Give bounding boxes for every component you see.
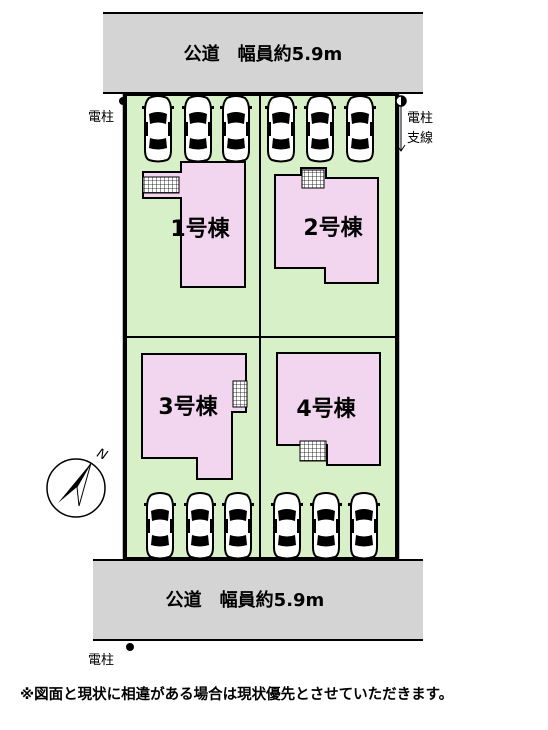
house-2 bbox=[274, 167, 379, 284]
house-3 bbox=[141, 353, 247, 480]
pole-bottom-icon bbox=[126, 643, 134, 651]
pole-top-left-icon bbox=[119, 97, 127, 105]
road-bottom bbox=[93, 560, 423, 640]
car-lot1-3 bbox=[219, 95, 253, 163]
car-lot4-2 bbox=[309, 492, 343, 560]
car-lot1-2 bbox=[181, 95, 215, 163]
house-4 bbox=[276, 352, 381, 466]
road-top-label: 公道 幅員約5.9m bbox=[184, 43, 343, 65]
pole-top-right-label: 電柱 bbox=[407, 111, 433, 126]
pole-bottom-label: 電柱 bbox=[88, 653, 114, 668]
car-lot3-2 bbox=[183, 492, 217, 560]
car-lot3-3 bbox=[221, 492, 255, 560]
footnote: ※図面と現状に相違がある場合は現状優先とさせていただきます。 bbox=[20, 685, 453, 703]
car-lot3-1 bbox=[143, 492, 177, 560]
road-top bbox=[103, 13, 423, 93]
pole-top-left-label: 電柱 bbox=[88, 110, 114, 125]
house-1-label: 1号棟 bbox=[170, 216, 230, 242]
car-lot4-1 bbox=[270, 492, 304, 560]
pole-top-right-sub-label: 支線 bbox=[407, 130, 433, 146]
car-lot2-2 bbox=[303, 95, 337, 163]
north-arrow-icon: N bbox=[46, 446, 110, 518]
compass-north-label: N bbox=[94, 446, 109, 464]
porch-1 bbox=[142, 176, 180, 194]
car-lot2-3 bbox=[343, 95, 377, 163]
car-lot2-1 bbox=[264, 95, 298, 163]
house-3-label: 3号棟 bbox=[158, 394, 218, 420]
car-lot4-3 bbox=[347, 492, 381, 560]
house-2-label: 2号棟 bbox=[303, 215, 363, 241]
porch-4 bbox=[299, 440, 327, 462]
porch-2 bbox=[301, 169, 325, 189]
house-4-label: 4号棟 bbox=[296, 396, 356, 422]
porch-3 bbox=[232, 380, 248, 408]
road-bottom-label: 公道 幅員約5.9m bbox=[166, 589, 325, 611]
car-lot1-1 bbox=[141, 95, 175, 163]
